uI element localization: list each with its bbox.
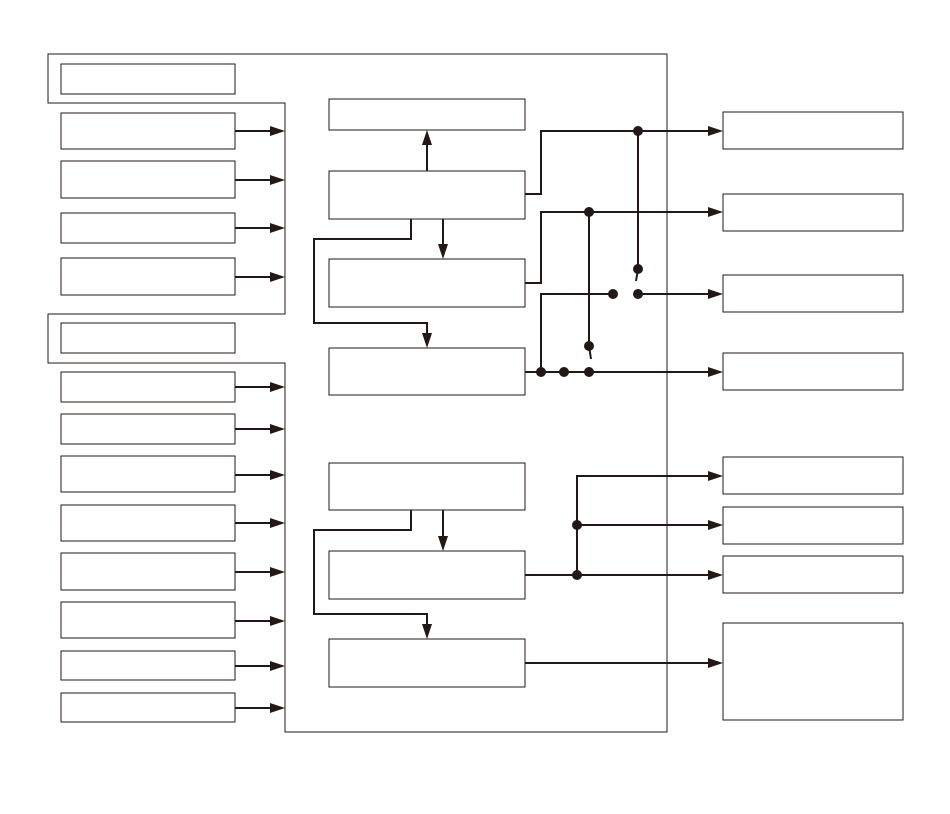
top-input-arrowhead-4	[270, 272, 285, 282]
center-block-4	[328, 347, 526, 396]
output-arrowhead-3	[708, 289, 723, 299]
bottom-input-box-3	[60, 455, 236, 493]
junction-dot	[572, 520, 582, 530]
junction-dot	[608, 289, 618, 299]
output-box-6	[722, 506, 904, 545]
junction-dot	[559, 367, 569, 377]
block2-to-block3-arrowhead	[438, 244, 448, 259]
center-block-2	[328, 170, 526, 220]
output-box-3	[722, 274, 904, 313]
block4-output-wire	[525, 293, 613, 373]
output-box-8	[722, 622, 904, 721]
bottom-input-group	[60, 322, 285, 723]
top-input-arrowhead-1	[270, 126, 285, 136]
output-arrowhead-5	[708, 471, 723, 481]
output-arrowhead-8	[708, 658, 723, 668]
block2-output-wire	[525, 130, 714, 195]
bottom-input-arrowhead-3	[270, 470, 285, 480]
top-input-arrowhead-3	[270, 223, 285, 233]
block5-to-block7-arrowhead	[422, 624, 432, 639]
routing-network-top	[525, 126, 723, 377]
junction-dot	[633, 289, 643, 299]
output-box-2	[722, 193, 904, 232]
output-boxes	[722, 111, 904, 721]
top-input-group-frame	[47, 53, 668, 733]
junction-dot	[584, 367, 594, 377]
bottom-input-box-7	[60, 650, 236, 681]
center-block-5	[328, 462, 526, 511]
output-arrowhead-2	[708, 207, 723, 217]
top-group-header-box	[60, 63, 236, 95]
output-arrowhead-4	[708, 367, 723, 377]
block5-to-block6-arrowhead	[438, 536, 448, 551]
center-block-6	[328, 550, 526, 600]
bottom-input-box-6	[60, 601, 236, 639]
output-box-4	[722, 352, 904, 391]
bottom-input-arrowhead-8	[270, 703, 285, 713]
routing-network-bottom	[525, 471, 723, 668]
vertical-bus-c	[576, 475, 714, 575]
top-input-box-2	[60, 160, 236, 199]
output-box-5	[722, 456, 904, 495]
bottom-input-box-4	[60, 504, 236, 542]
bottom-input-box-5	[60, 552, 236, 591]
junction-dot	[584, 341, 594, 351]
bottom-input-box-1	[60, 371, 236, 403]
block2-to-block4-wire	[313, 219, 428, 339]
block2-to-block1-arrowhead	[422, 130, 432, 145]
junction-dot	[572, 570, 582, 580]
top-input-box-1	[60, 112, 236, 150]
bottom-input-arrowhead-4	[270, 518, 285, 528]
bottom-input-arrowhead-7	[270, 661, 285, 671]
output-arrowhead-6	[708, 520, 723, 530]
junction-dot	[633, 264, 643, 274]
top-input-box-3	[60, 212, 236, 244]
output-arrowhead-1	[708, 126, 723, 136]
output-arrowhead-7	[708, 570, 723, 580]
center-blocks	[328, 98, 526, 688]
center-block-7	[328, 638, 526, 688]
output-box-7	[722, 555, 904, 594]
center-connections	[313, 130, 448, 639]
bottom-input-box-8	[60, 692, 236, 723]
block3-output-wire	[525, 211, 714, 284]
top-input-box-4	[60, 257, 236, 296]
top-input-arrowhead-2	[270, 175, 285, 185]
junction-dot	[536, 367, 546, 377]
bottom-input-arrowhead-5	[270, 567, 285, 577]
center-block-3	[328, 258, 526, 308]
output-box-1	[722, 111, 904, 150]
bottom-input-arrowhead-1	[270, 382, 285, 392]
junction-dot	[633, 126, 643, 136]
junction-dot	[584, 207, 594, 217]
block2-to-block4-arrowhead	[422, 333, 432, 348]
bottom-input-arrowhead-2	[270, 424, 285, 434]
block5-to-block7-wire	[313, 510, 428, 630]
top-input-group	[60, 63, 285, 296]
bottom-group-header-box	[60, 322, 236, 354]
bottom-input-arrowhead-6	[270, 616, 285, 626]
bottom-input-box-2	[60, 413, 236, 445]
center-block-1	[328, 98, 526, 131]
